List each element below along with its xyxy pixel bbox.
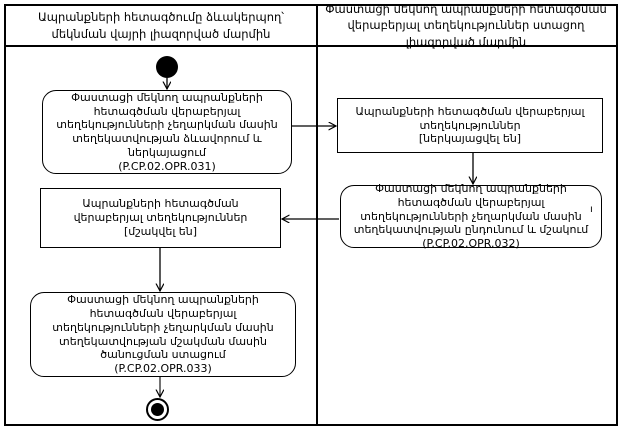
final-node-icon (146, 398, 169, 421)
initial-node-icon (156, 56, 178, 78)
activity-node-opr-032-code: (P.CP.02.OPR.032) (422, 237, 520, 251)
activity-node-opr-032-text: Փաստացի մեկնող ապրանքների հետագծման վերա… (353, 182, 589, 237)
swimlane-header-left-title: Ապրանքների հետագծումը ձևակերպող՝ մեկնման… (37, 10, 285, 41)
activity-node-opr-033-code: (P.CP.02.OPR.033) (114, 362, 212, 375)
swimlane-header-left: Ապրանքների հետագծումը ձևակերպող՝ մեկնման… (6, 6, 316, 45)
activity-node-opr-032: Փաստացի մեկնող ապրանքների հետագծման վերա… (340, 182, 602, 251)
activity-node-opr-031: Փաստացի մեկնող ապրանքների հետագծման վերա… (42, 90, 292, 174)
object-node-info-presented-state: [ներկայացվել են] (418, 132, 522, 146)
activity-node-opr-031-code: (P.CP.02.OPR.031) (118, 159, 216, 173)
swimlane-header-row: Ապրանքների հետագծումը ձևակերպող՝ մեկնման… (6, 2, 616, 49)
swimlane-header-right-title: Փաստացի մեկնող ապրանքների հետագծման վերա… (325, 2, 607, 49)
object-node-info-presented: Ապրանքների հետագծման վերաբերյալ տեղեկութ… (337, 98, 603, 153)
stray-scan-mark: ı (590, 204, 593, 215)
swimlane-divider (316, 6, 318, 424)
object-node-info-processed: Ապրանքների հետագծման վերաբերյալ տեղեկութ… (40, 188, 281, 248)
object-node-info-processed-state: [մշակվել են] (123, 224, 198, 238)
activity-node-opr-031-text: Փաստացի մեկնող ապրանքների հետագծման վերա… (56, 90, 278, 159)
object-node-info-processed-text: Ապրանքների հետագծման վերաբերյալ տեղեկութ… (73, 197, 248, 225)
final-node-inner-dot (151, 403, 164, 416)
activity-node-opr-033: Փաստացի մեկնող ապրանքների հետագծման վերա… (30, 292, 296, 377)
swimlane-header-right: Փաստացի մեկնող ապրանքների հետագծման վերա… (316, 2, 616, 48)
object-node-info-presented-text: Ապրանքների հետագծման վերաբերյալ տեղեկութ… (355, 104, 585, 132)
activity-node-opr-033-text: Փաստացի մեկնող ապրանքների հետագծման վերա… (52, 293, 274, 362)
diagram-outer-frame: Ապրանքների հետագծումը ձևակերպող՝ մեկնման… (4, 2, 618, 426)
